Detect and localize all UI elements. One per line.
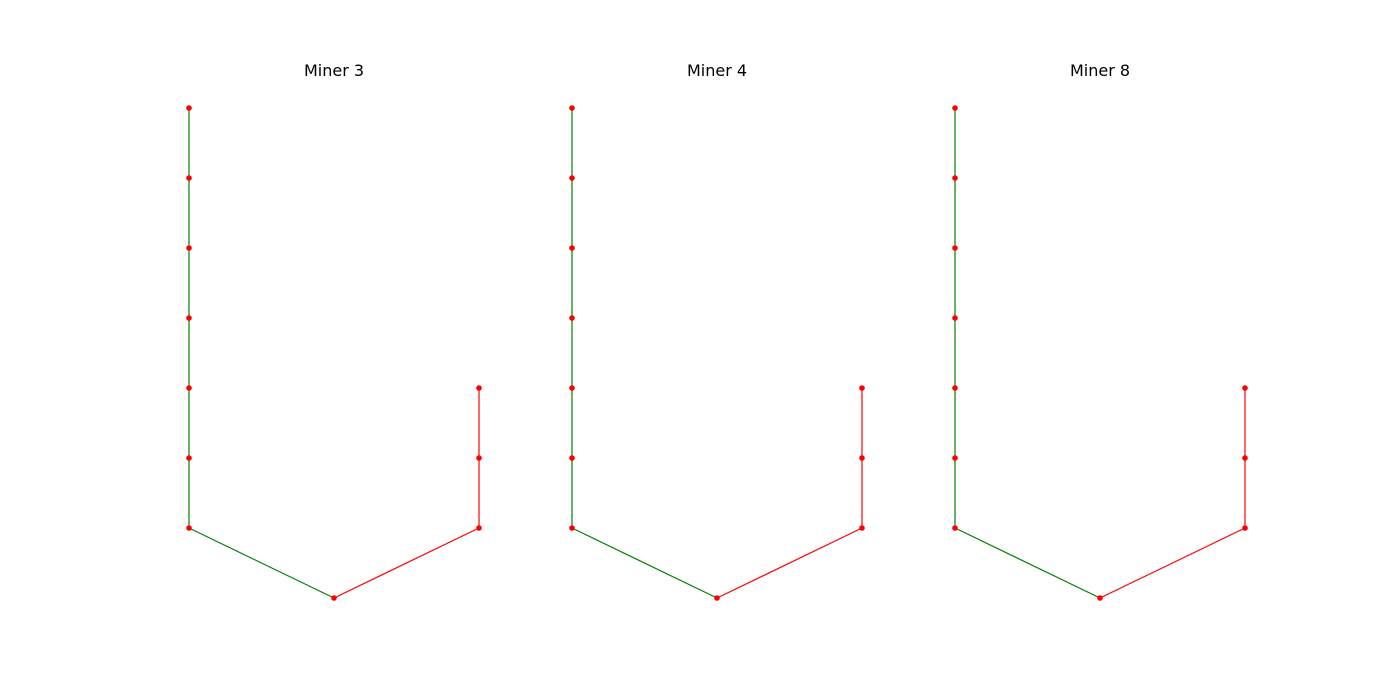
node-g2 xyxy=(186,455,192,461)
node-g4 xyxy=(186,315,192,321)
node-r1 xyxy=(1242,525,1248,531)
node-g4 xyxy=(952,315,958,321)
node-g7 xyxy=(569,105,575,111)
node-r3 xyxy=(476,385,482,391)
node-g1 xyxy=(186,525,192,531)
node-g2 xyxy=(569,455,575,461)
node-root xyxy=(331,595,337,601)
edge-root-g1 xyxy=(188,527,335,599)
panel-title: Miner 3 xyxy=(304,61,364,80)
node-g5 xyxy=(952,245,958,251)
panel-title: Miner 4 xyxy=(687,61,747,80)
node-g1 xyxy=(952,525,958,531)
node-g6 xyxy=(569,175,575,181)
edge-root-g1 xyxy=(954,527,1101,599)
node-g5 xyxy=(186,245,192,251)
node-g7 xyxy=(952,105,958,111)
node-r2 xyxy=(1242,455,1248,461)
node-r2 xyxy=(476,455,482,461)
edge-root-r1 xyxy=(1099,527,1246,599)
node-g1 xyxy=(569,525,575,531)
node-g6 xyxy=(186,175,192,181)
edge-root-r1 xyxy=(716,527,863,599)
node-g3 xyxy=(952,385,958,391)
node-g6 xyxy=(952,175,958,181)
node-r1 xyxy=(859,525,865,531)
edge-root-g1 xyxy=(571,527,718,599)
node-r1 xyxy=(476,525,482,531)
node-g3 xyxy=(569,385,575,391)
node-g2 xyxy=(952,455,958,461)
node-r3 xyxy=(1242,385,1248,391)
panel-miner-3: Miner 3 xyxy=(186,61,482,601)
node-root xyxy=(714,595,720,601)
node-g5 xyxy=(569,245,575,251)
node-g3 xyxy=(186,385,192,391)
node-g4 xyxy=(569,315,575,321)
node-root xyxy=(1097,595,1103,601)
panel-miner-4: Miner 4 xyxy=(569,61,865,601)
node-r2 xyxy=(859,455,865,461)
panel-title: Miner 8 xyxy=(1070,61,1130,80)
node-r3 xyxy=(859,385,865,391)
panel-miner-8: Miner 8 xyxy=(952,61,1248,601)
node-g7 xyxy=(186,105,192,111)
edge-root-r1 xyxy=(333,527,480,599)
